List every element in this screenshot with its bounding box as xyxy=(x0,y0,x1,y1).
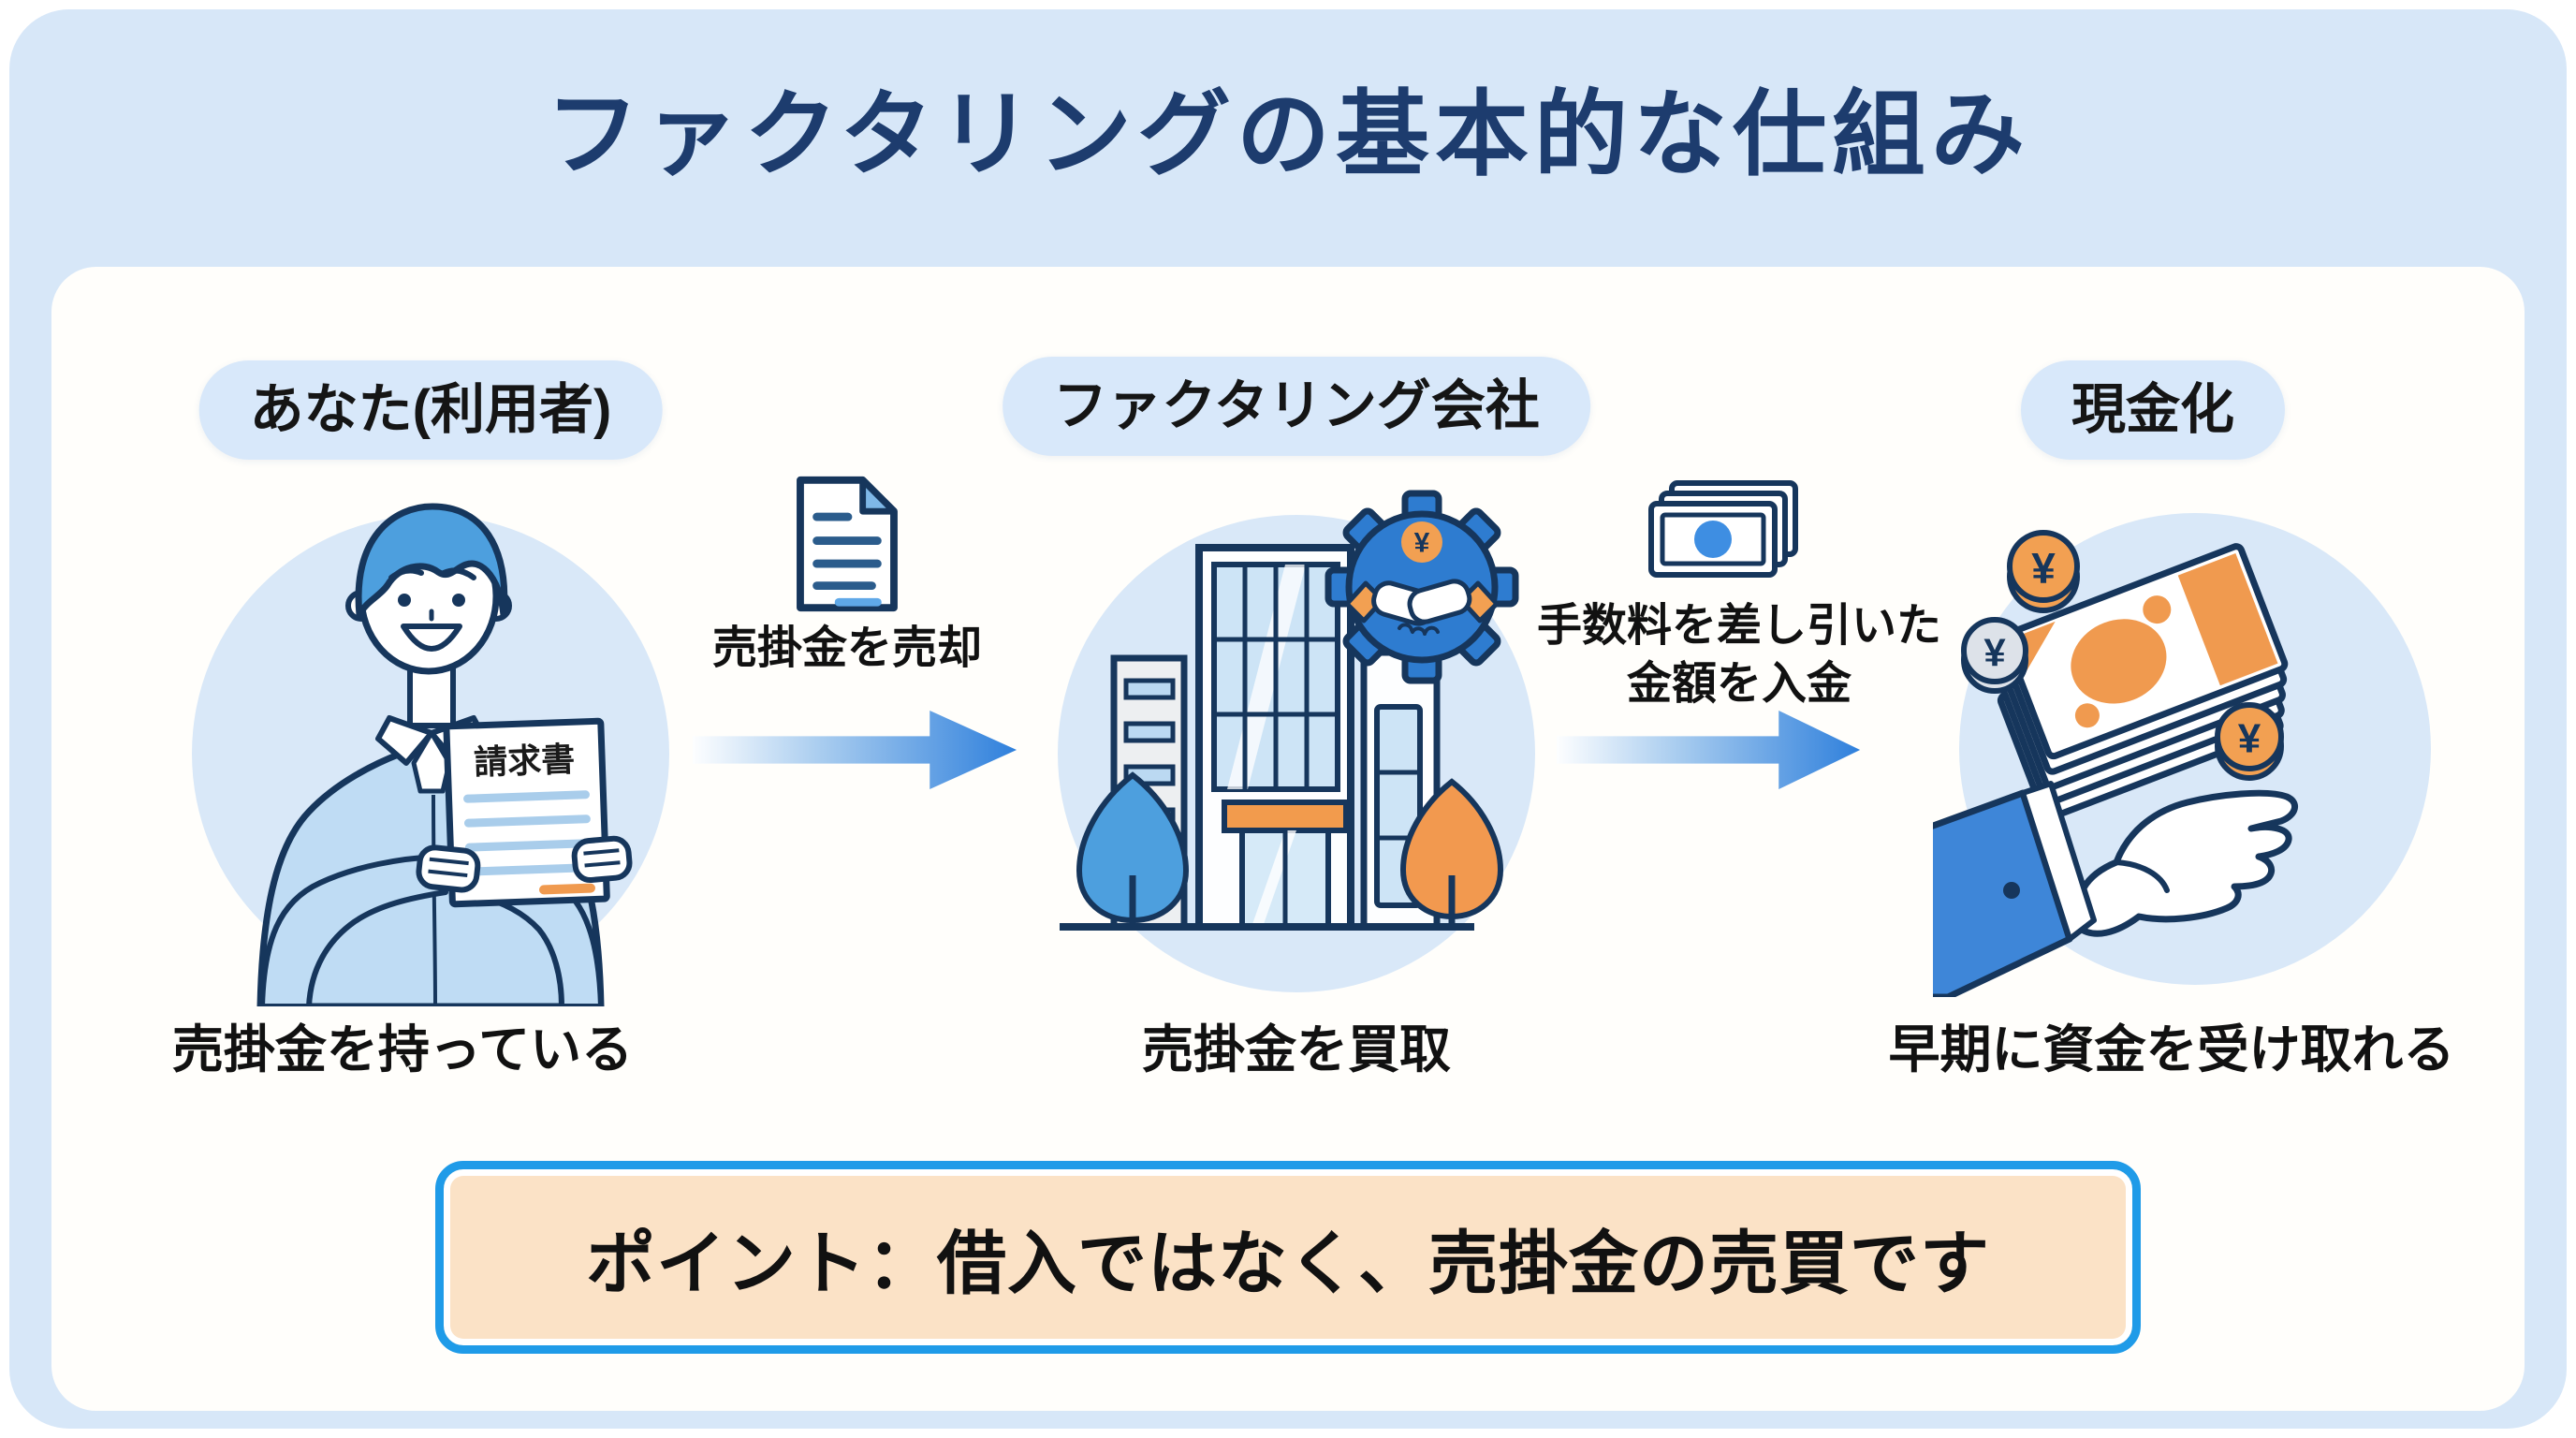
banknote-stack-icon xyxy=(1997,543,2289,822)
yen-coin-icon: ¥ xyxy=(1401,521,1442,563)
arrow-right-icon-1 xyxy=(693,710,1017,790)
entrance-awning xyxy=(1222,800,1349,833)
cuff-button xyxy=(2003,882,2020,899)
eye-right xyxy=(452,594,465,607)
invoice-document: 請求書 xyxy=(443,717,610,908)
yen-coin-icon: ¥ xyxy=(2215,702,2284,781)
banknotes-icon xyxy=(1648,480,1798,578)
label-cash: 現金化 xyxy=(2020,360,2286,460)
factoring-company-illustration: ¥ xyxy=(1058,490,1535,992)
tree-orange-icon xyxy=(1399,778,1504,929)
caption-user: 売掛金を持っている xyxy=(171,1020,634,1078)
handshake-icon xyxy=(1344,579,1500,636)
arrow1-label: 売掛金を売却 xyxy=(711,624,983,673)
invoice-title: 請求書 xyxy=(473,740,575,782)
glass-mullions xyxy=(1214,565,1338,789)
gear-handshake-icon: ¥ xyxy=(1325,490,1519,684)
sleeve xyxy=(1933,789,2073,997)
invoice-signature-line xyxy=(538,883,595,895)
arrow2-label: 手数料を差し引いた 金額を入金 xyxy=(1537,597,1941,713)
svg-text:¥: ¥ xyxy=(1414,528,1430,559)
svg-text:¥: ¥ xyxy=(1983,631,2006,675)
thumb-line xyxy=(2114,859,2170,893)
sleeve-cuff xyxy=(2020,781,2097,942)
document-icon xyxy=(797,476,898,612)
person-with-invoice-illustration: 請求書 xyxy=(192,503,669,1006)
page-title: ファクタリングの基本的な仕組み xyxy=(546,82,2030,187)
collar-left xyxy=(375,715,434,766)
label-user: あなた(利用者) xyxy=(198,360,663,460)
svg-text:¥: ¥ xyxy=(2031,544,2056,593)
hand-left xyxy=(416,844,481,893)
yen-coin-icon: ¥ xyxy=(2007,530,2080,613)
point-text: ポイント：借入ではなく、売掛金の売買です xyxy=(586,1224,1990,1302)
shirt-seam xyxy=(432,794,437,1005)
open-hand-icon xyxy=(2074,789,2298,937)
arrow-right-icon-2 xyxy=(1557,710,1861,790)
hand-receiving-money-illustration: ¥ ¥ ¥ xyxy=(1933,513,2431,997)
caption-company: 売掛金を買取 xyxy=(1141,1020,1452,1078)
smile xyxy=(401,624,462,652)
caption-cash: 早期に資金を受け取れる xyxy=(1888,1020,2455,1078)
svg-text:¥: ¥ xyxy=(2238,716,2261,762)
arrow2-label-line2: 金額を入金 xyxy=(1626,659,1852,709)
yen-coin-silver-icon: ¥ xyxy=(1961,617,2028,694)
label-factoring-company: ファクタリング会社 xyxy=(1003,357,1590,456)
point-box: ポイント：借入ではなく、売掛金の売買です xyxy=(435,1161,2141,1354)
tree-blue-icon xyxy=(1076,771,1190,929)
hand-right xyxy=(571,835,633,884)
eyebrow-right xyxy=(441,567,476,580)
arrow2-label-line1: 手数料を差し引いた xyxy=(1536,601,1942,651)
eye-left xyxy=(398,594,411,607)
eyebrow-left xyxy=(388,567,424,580)
